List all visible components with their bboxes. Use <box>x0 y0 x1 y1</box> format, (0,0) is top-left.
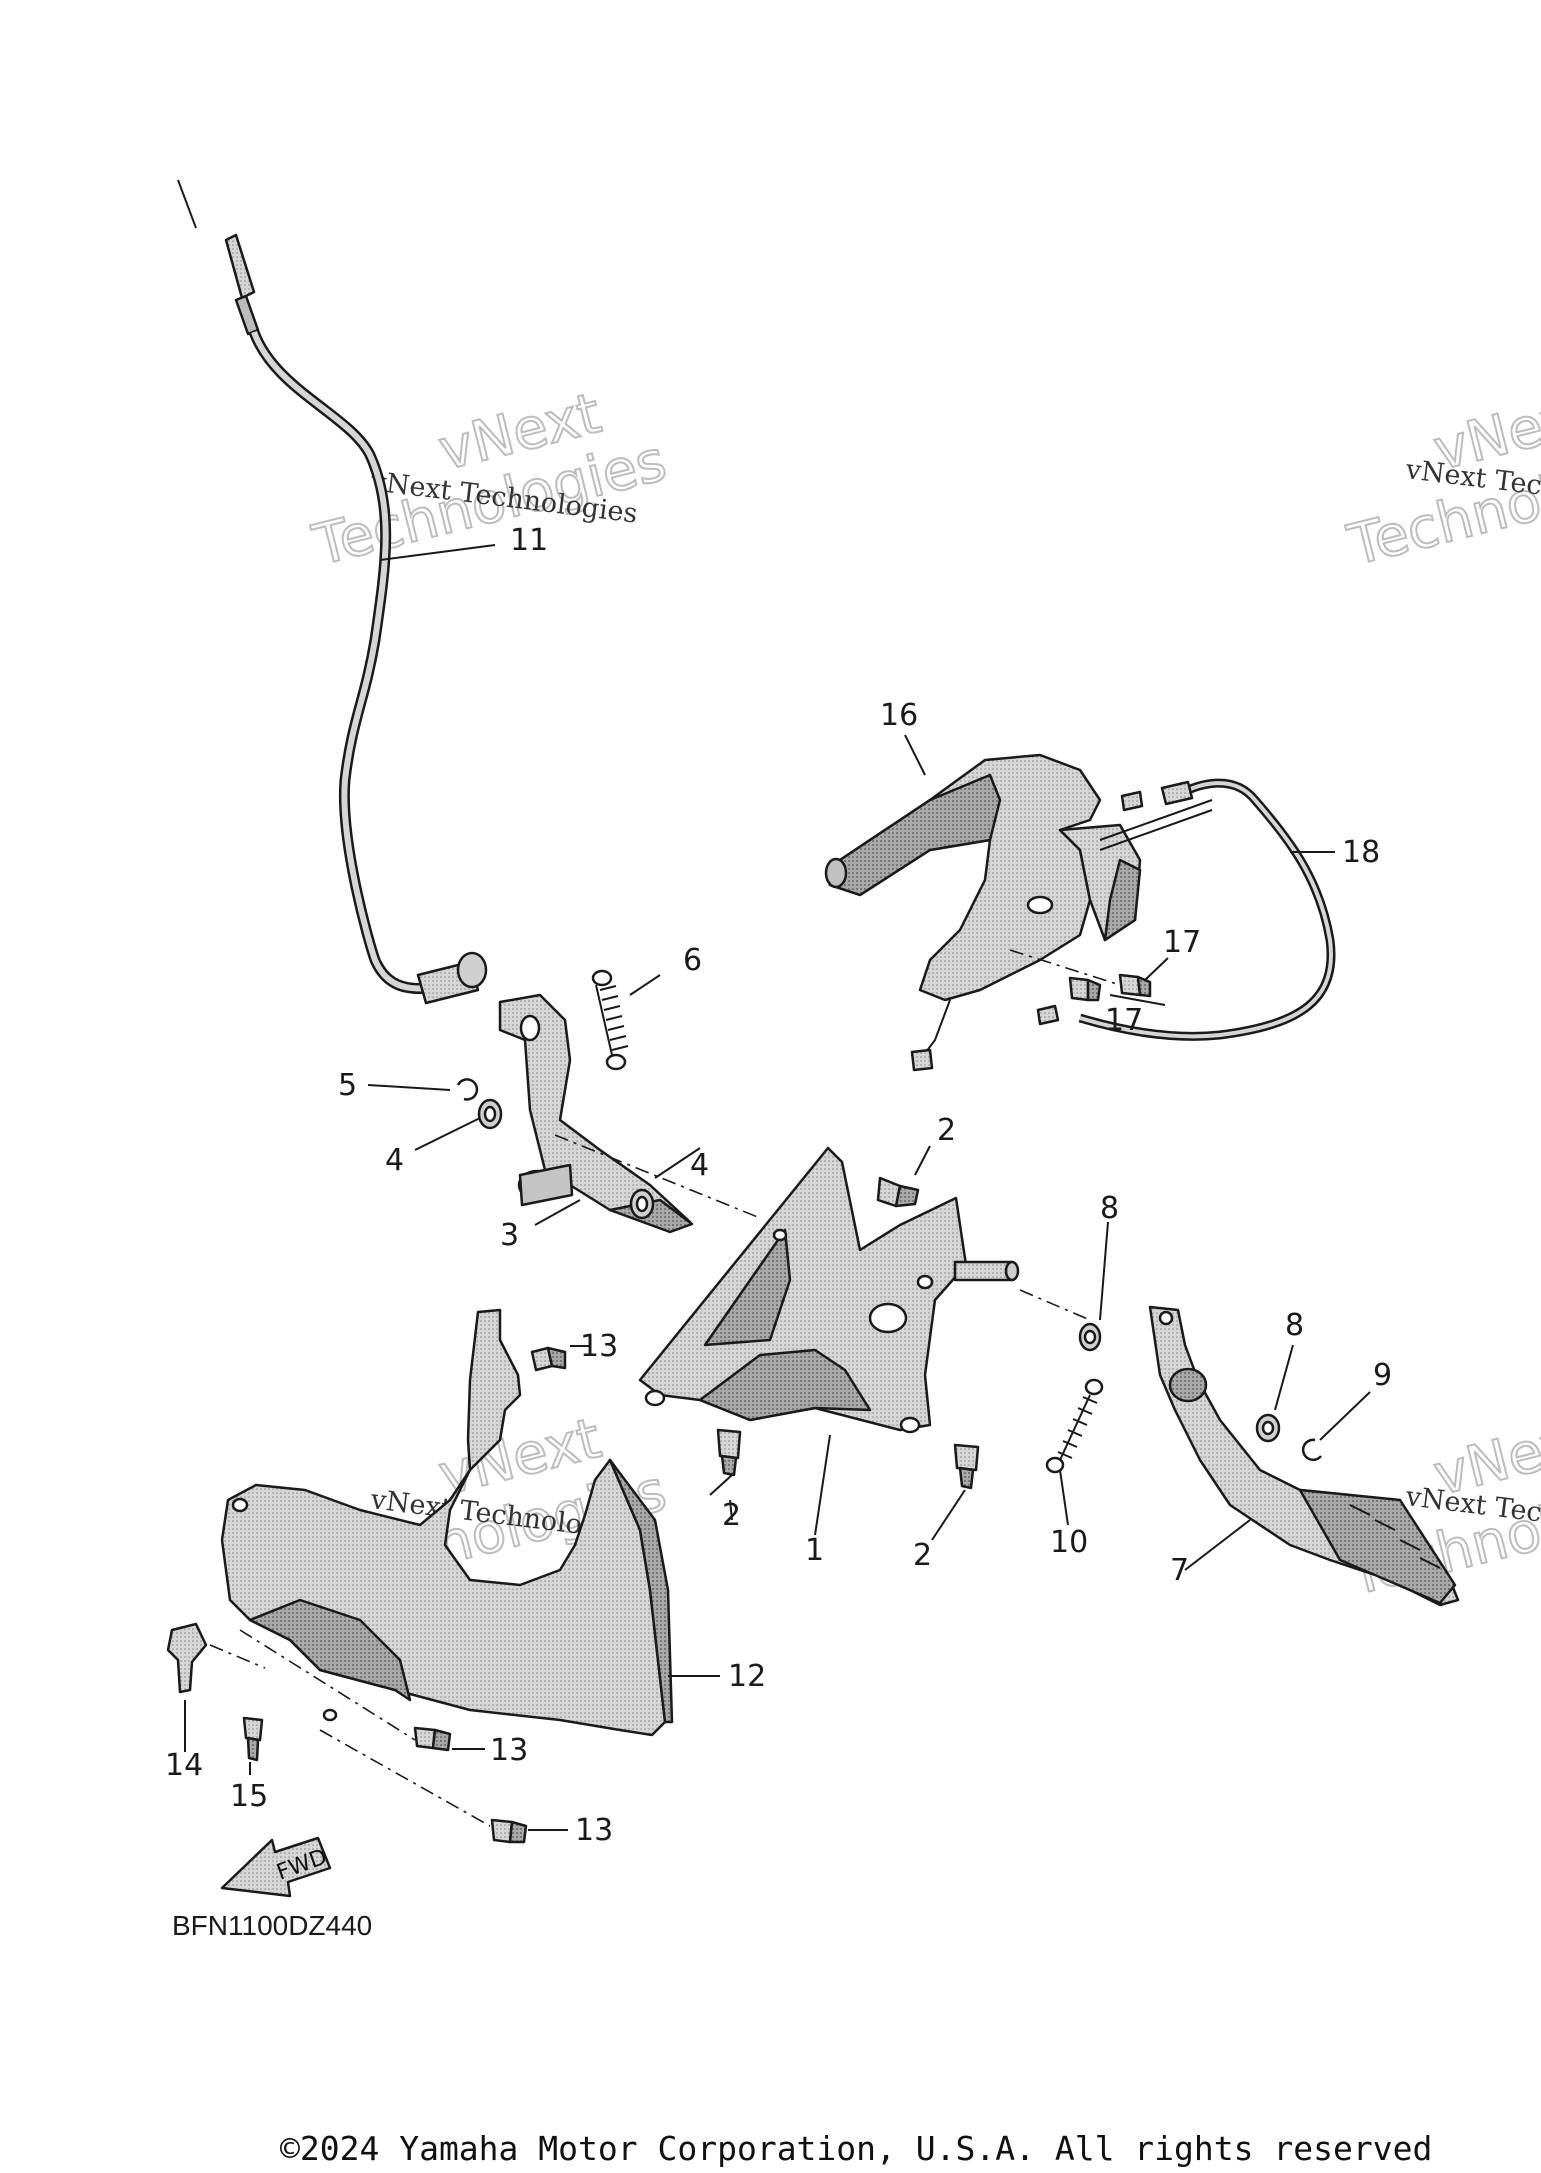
callout-16: 16 <box>880 698 918 733</box>
watermark-top-left: vNext Technologies vNext Technologies <box>306 380 674 580</box>
callout-4-right: 4 <box>690 1148 709 1183</box>
callout-11: 11 <box>510 523 548 558</box>
callout-9: 9 <box>1373 1358 1392 1393</box>
callout-numbers: 11 16 18 17 17 6 5 4 4 3 2 8 8 9 13 2 1 … <box>165 523 1392 1848</box>
leader-lines <box>184 544 1371 1831</box>
diagram-code: BFN1100DZ440 <box>172 1910 372 1941</box>
part-2-bolt-right <box>953 1443 980 1490</box>
callout-10: 10 <box>1050 1525 1088 1560</box>
callout-18: 18 <box>1342 835 1380 870</box>
dash-line-13-low <box>319 1729 491 1827</box>
callout-17-upper: 17 <box>1163 925 1201 960</box>
part-9-clip <box>1301 1438 1322 1462</box>
part-2-bolt-left <box>716 1428 742 1477</box>
part-13-bolt-lower <box>490 1818 528 1844</box>
part-8-washer-lower <box>1255 1413 1281 1443</box>
dash-line-14 <box>209 1644 266 1669</box>
callout-13-lower: 13 <box>575 1813 613 1848</box>
callout-6: 6 <box>683 943 702 978</box>
part-3-lever-arm <box>498 993 694 1234</box>
callout-4-left: 4 <box>385 1143 404 1178</box>
watermark-top-right: vNext Technologies vNext Technologies <box>1341 380 1541 580</box>
callout-13-upper: 13 <box>580 1329 618 1364</box>
fwd-arrow: FWD <box>220 1836 332 1898</box>
part-17-bolt-upper <box>1118 973 1152 998</box>
callout-13-middle: 13 <box>490 1733 528 1768</box>
copyright-notice: ©2024 Yamaha Motor Corporation, U.S.A. A… <box>280 2129 1432 2168</box>
callout-8-upper: 8 <box>1100 1191 1119 1226</box>
callout-2-top: 2 <box>937 1113 956 1148</box>
part-11-cable <box>177 179 488 1005</box>
callout-8-lower: 8 <box>1285 1308 1304 1343</box>
part-6-spring <box>591 969 629 1071</box>
part-8-washer-upper <box>1078 1322 1102 1352</box>
part-7-brake-pedal <box>1148 1305 1460 1607</box>
part-12-cover <box>220 1308 674 1737</box>
part-4-washer-left <box>477 1098 503 1130</box>
part-5-clip <box>456 1078 479 1101</box>
dash-line-17 <box>1009 949 1121 986</box>
part-1-bracket <box>638 1146 1020 1434</box>
part-4-washer-right <box>629 1188 655 1220</box>
callout-7: 7 <box>1170 1553 1189 1588</box>
callout-12: 12 <box>728 1659 766 1694</box>
part-14-clip <box>166 1622 208 1694</box>
callout-17-lower: 17 <box>1105 1003 1143 1038</box>
part-10-spring <box>1045 1378 1104 1474</box>
callout-3: 3 <box>500 1218 519 1253</box>
part-15-bolt <box>242 1716 264 1762</box>
part-13-bolt-middle <box>413 1726 452 1752</box>
callout-2-left: 2 <box>722 1498 741 1533</box>
callout-5: 5 <box>338 1068 357 1103</box>
axle-line-right <box>1019 1289 1091 1321</box>
callout-1: 1 <box>805 1533 824 1568</box>
callout-14: 14 <box>165 1748 203 1783</box>
dash-line-13-mid <box>239 1629 416 1741</box>
part-18-switch-cable <box>1036 778 1336 1041</box>
part-2-bolt-top <box>876 1176 920 1208</box>
callout-15: 15 <box>230 1779 268 1814</box>
part-17-bolt-lower <box>1068 976 1102 1002</box>
part-16-grip <box>824 753 1142 1072</box>
axle-line-left <box>554 1134 761 1219</box>
part-13-bolt-upper <box>530 1346 567 1372</box>
callout-2-right: 2 <box>913 1538 932 1573</box>
